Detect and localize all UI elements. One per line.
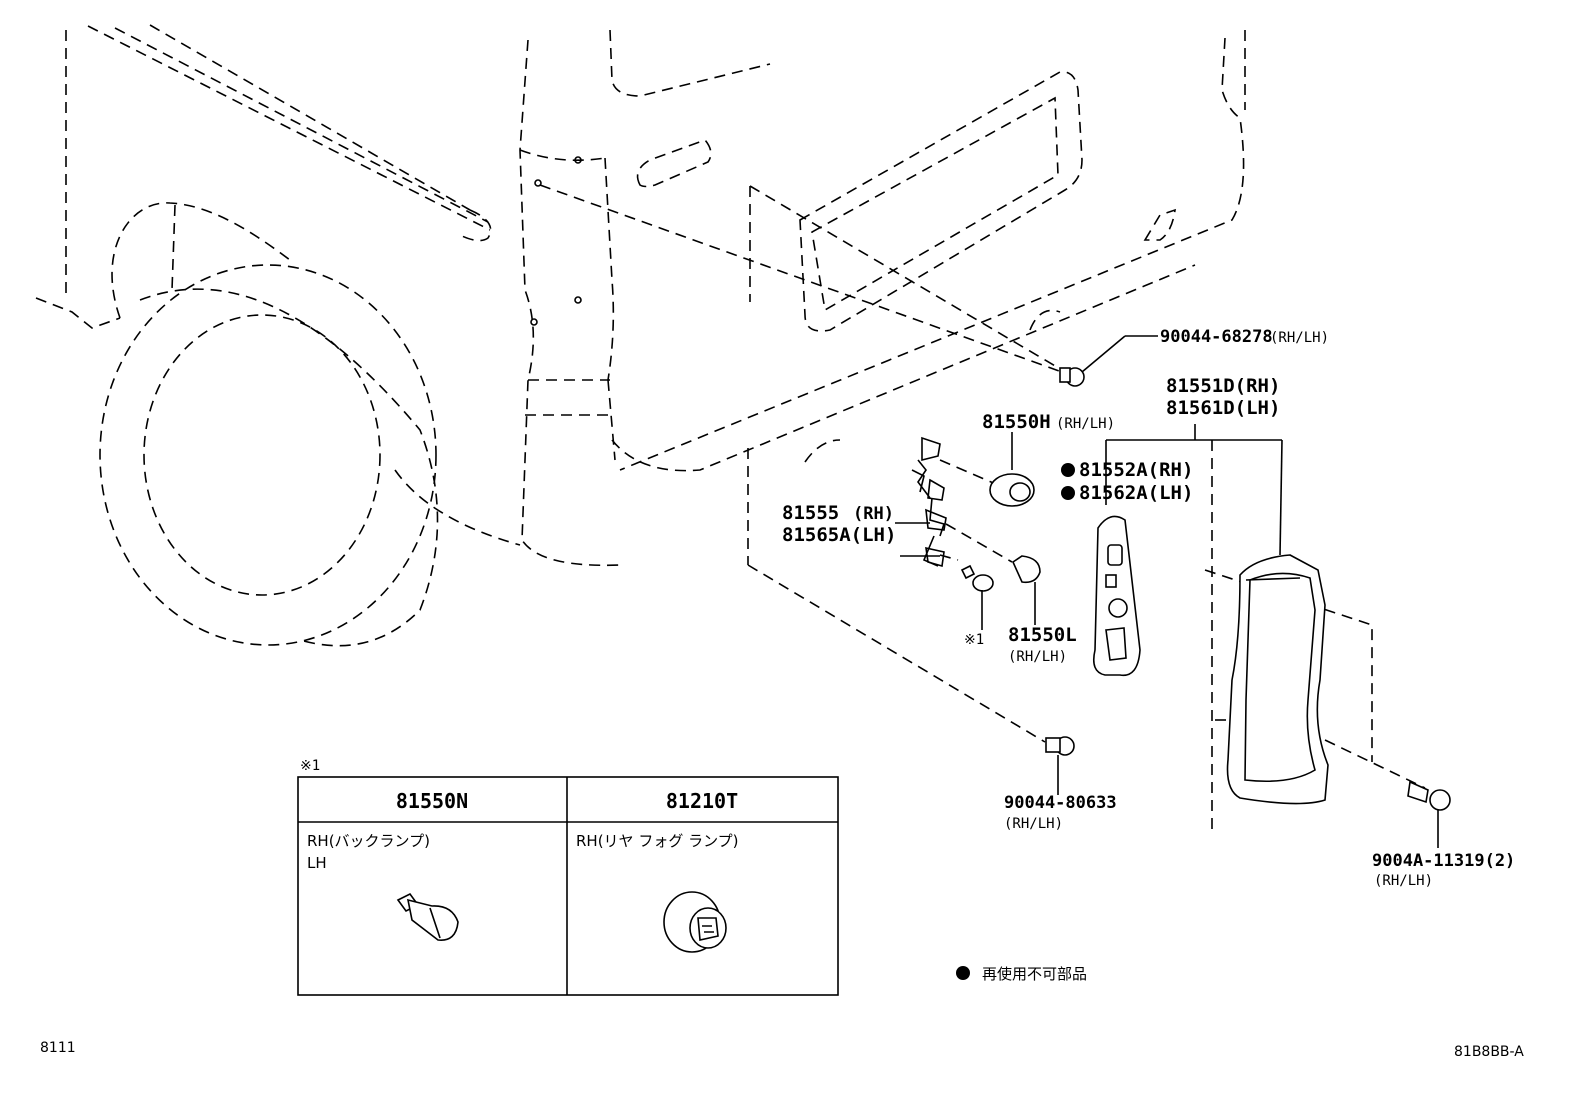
table-col1-header: 81550N	[396, 789, 468, 813]
table-col1-line1: RH(バックランプ)	[307, 832, 430, 850]
table-mark: ※1	[300, 758, 320, 774]
nonreusable-symbol	[956, 966, 970, 980]
small-bulb-part	[960, 564, 994, 630]
label-note-mark: ※1	[964, 632, 984, 648]
bulb-table: ※1 81550N 81210T RH(バックランプ) LH RH(リヤ フォグ…	[297, 758, 839, 996]
label-gasket-lh: 81562A(LH)	[1079, 482, 1193, 504]
gasket-nonreuse-marker	[1061, 463, 1075, 500]
vehicle-body-outline	[35, 24, 1246, 647]
label-wire-rh: 81555	[782, 502, 839, 524]
socket-part	[939, 432, 1035, 507]
label-screw-top: 90044-68278	[1160, 327, 1273, 347]
label-bolt-side: (RH/LH)	[1374, 873, 1433, 889]
footer-right-code: 81B8BB-A	[1454, 1044, 1524, 1060]
label-bulb-l-side: (RH/LH)	[1008, 649, 1067, 665]
label-screw-bottom: 90044-80633	[1004, 793, 1117, 813]
label-screw-bottom-side: (RH/LH)	[1004, 816, 1063, 832]
bulb-81210t-illustration	[663, 891, 727, 953]
table-col2-header: 81210T	[666, 789, 738, 813]
bulb-81550n-illustration	[396, 892, 459, 941]
rear-lamp-lens-part	[1105, 424, 1329, 805]
screw-bottom-part	[1045, 736, 1075, 795]
footer-left-code: 8111	[40, 1040, 76, 1056]
label-socket-side: (RH/LH)	[1056, 416, 1115, 432]
label-bolt: 9004A-11319(2)	[1372, 851, 1515, 871]
bulb-81550l-part	[1011, 555, 1041, 625]
bolt-part	[1324, 739, 1451, 848]
gasket-part	[1092, 515, 1141, 677]
label-screw-top-side: (RH/LH)	[1270, 330, 1329, 346]
wire-harness-part	[895, 436, 1013, 568]
label-lens-rh: 81551D(RH)	[1166, 375, 1280, 397]
legend-text: 再使用不可部品	[982, 965, 1087, 983]
label-socket: 81550H	[982, 411, 1051, 433]
label-wire-lh: 81565A(LH)	[782, 524, 896, 546]
label-bulb-l: 81550L	[1008, 624, 1077, 646]
label-lens-lh: 81561D(LH)	[1166, 397, 1280, 419]
label-wire-rh-side: (RH)	[853, 504, 894, 524]
screw-top-part	[539, 184, 1158, 387]
label-gasket-rh: 81552A(RH)	[1079, 459, 1193, 481]
table-col1-line2: LH	[307, 854, 327, 872]
legend: 再使用不可部品	[956, 965, 1087, 983]
table-col2-line1: RH(リヤ フォグ ランプ)	[576, 832, 739, 850]
